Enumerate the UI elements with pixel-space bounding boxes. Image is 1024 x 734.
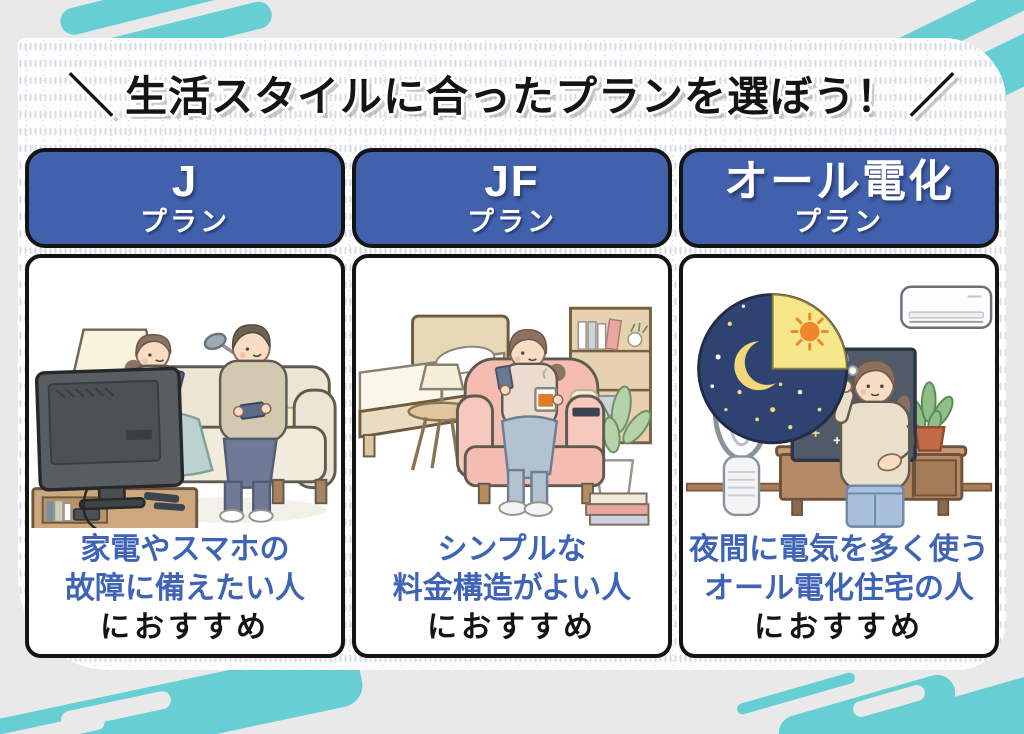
plan-card-j: J プラン — [25, 148, 345, 658]
plan-card-all-denka: オール電化 プラン — [679, 148, 999, 658]
plan-name-suffix: プラン — [794, 207, 884, 237]
day-night-dial — [697, 293, 849, 445]
tv-icon — [34, 366, 185, 528]
title-slash-left-icon: ＼ — [67, 70, 115, 122]
couple-sofa-tv-illustration — [31, 324, 337, 528]
title-slash-right-icon: ／ — [909, 70, 956, 122]
illustration-day-night — [683, 258, 995, 528]
plan-header-all-denka: オール電化 プラン — [679, 148, 999, 248]
description-line-3: におすすめ — [427, 611, 597, 644]
air-conditioner-icon — [900, 285, 993, 329]
description-line-1: 家電やスマホの — [80, 533, 290, 566]
page-title: ＼ 生活スタイルに合ったプランを選ぼう！ ／ — [18, 60, 1006, 126]
description-line-2: 故障に備えたい人 — [65, 572, 305, 605]
woman-with-phone-and-tea — [494, 328, 566, 517]
illustration-woman-armchair — [356, 258, 668, 528]
description-line-3: におすすめ — [754, 611, 924, 644]
plan-card-jf: JF プラン — [352, 148, 672, 658]
stars — [710, 304, 822, 430]
plan-name-suffix: プラン — [140, 207, 230, 237]
plan-description: 夜間に電気を多く使う オール電化住宅の人 におすすめ — [683, 530, 995, 647]
plan-body-all-denka: 夜間に電気を多く使う オール電化住宅の人 におすすめ — [679, 254, 999, 658]
woman-armchair-illustration — [358, 306, 652, 526]
plan-description: 家電やスマホの 故障に備えたい人 におすすめ — [29, 530, 341, 647]
description-line-2: 料金構造がよい人 — [392, 572, 632, 605]
plan-name: JF — [484, 157, 540, 206]
description-line-1: シンプルな — [437, 533, 587, 566]
man-with-phone — [218, 324, 288, 523]
day-night-illustration — [685, 285, 993, 528]
plan-name: J — [171, 157, 199, 206]
plan-body-jf: シンプルな 料金構造がよい人 におすすめ — [352, 254, 672, 658]
sun-icon — [790, 312, 829, 351]
plan-description: シンプルな 料金構造がよい人 におすすめ — [356, 530, 668, 647]
description-line-3: におすすめ — [100, 611, 270, 644]
content-panel: ＼ 生活スタイルに合ったプランを選ぼう！ ／ J プラン — [18, 38, 1006, 670]
plan-name: オール電化 — [724, 157, 954, 206]
plan-body-j: 家電やスマホの 故障に備えたい人 におすすめ — [25, 254, 345, 658]
plan-header-j: J プラン — [25, 148, 345, 248]
woman-pointing — [832, 351, 915, 528]
title-text: 生活スタイルに合ったプランを選ぼう！ — [124, 72, 899, 120]
plan-header-jf: JF プラン — [352, 148, 672, 248]
moon-icon — [734, 341, 776, 391]
plan-name-suffix: プラン — [467, 207, 557, 237]
stack-of-books — [585, 492, 650, 526]
description-line-1: 夜間に電気を多く使う — [689, 533, 989, 566]
illustration-couple-sofa-tv — [29, 258, 341, 528]
plan-cards-row: J プラン — [25, 148, 999, 658]
description-line-2: オール電化住宅の人 — [704, 572, 974, 605]
